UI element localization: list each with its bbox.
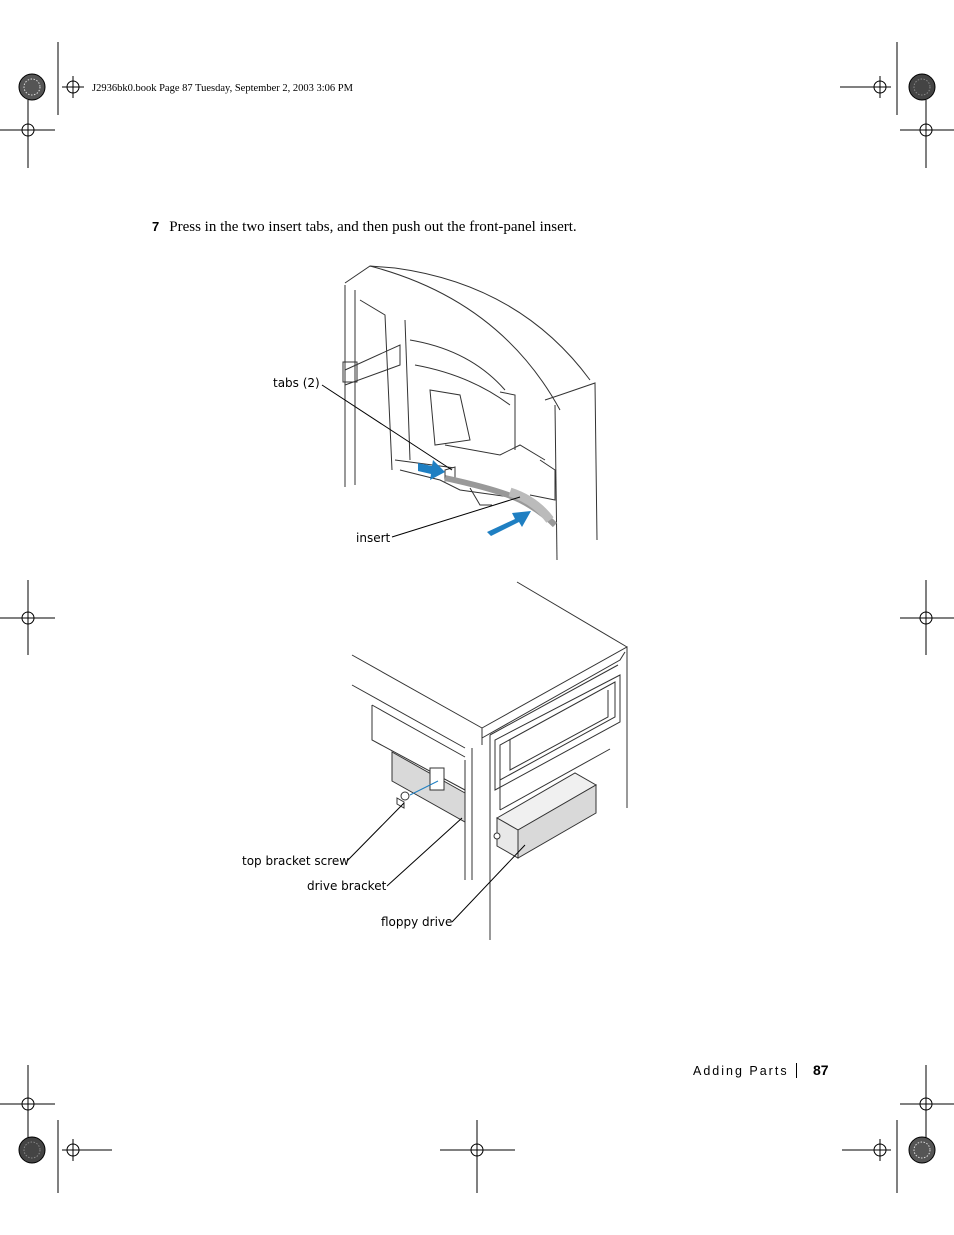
footer-section-title: Adding Parts: [693, 1064, 789, 1078]
print-header: J2936bk0.book Page 87 Tuesday, September…: [92, 83, 353, 94]
footer-divider: [796, 1063, 797, 1078]
insert-arrow: [487, 511, 531, 536]
step-number: 7: [152, 219, 160, 234]
step-instruction: 7 Press in the two insert tabs, and then …: [152, 219, 577, 236]
callout-top-bracket-screw: top bracket screw: [242, 854, 350, 868]
callout-tabs: tabs (2): [273, 376, 320, 390]
step-text: Press in the two insert tabs, and then p…: [169, 219, 577, 235]
callout-floppy-drive: floppy drive: [381, 915, 453, 929]
callout-drive-bracket: drive bracket: [307, 879, 387, 893]
callout-insert: insert: [356, 531, 391, 545]
page-number: 87: [813, 1062, 829, 1078]
tab-arrow: [418, 460, 445, 480]
